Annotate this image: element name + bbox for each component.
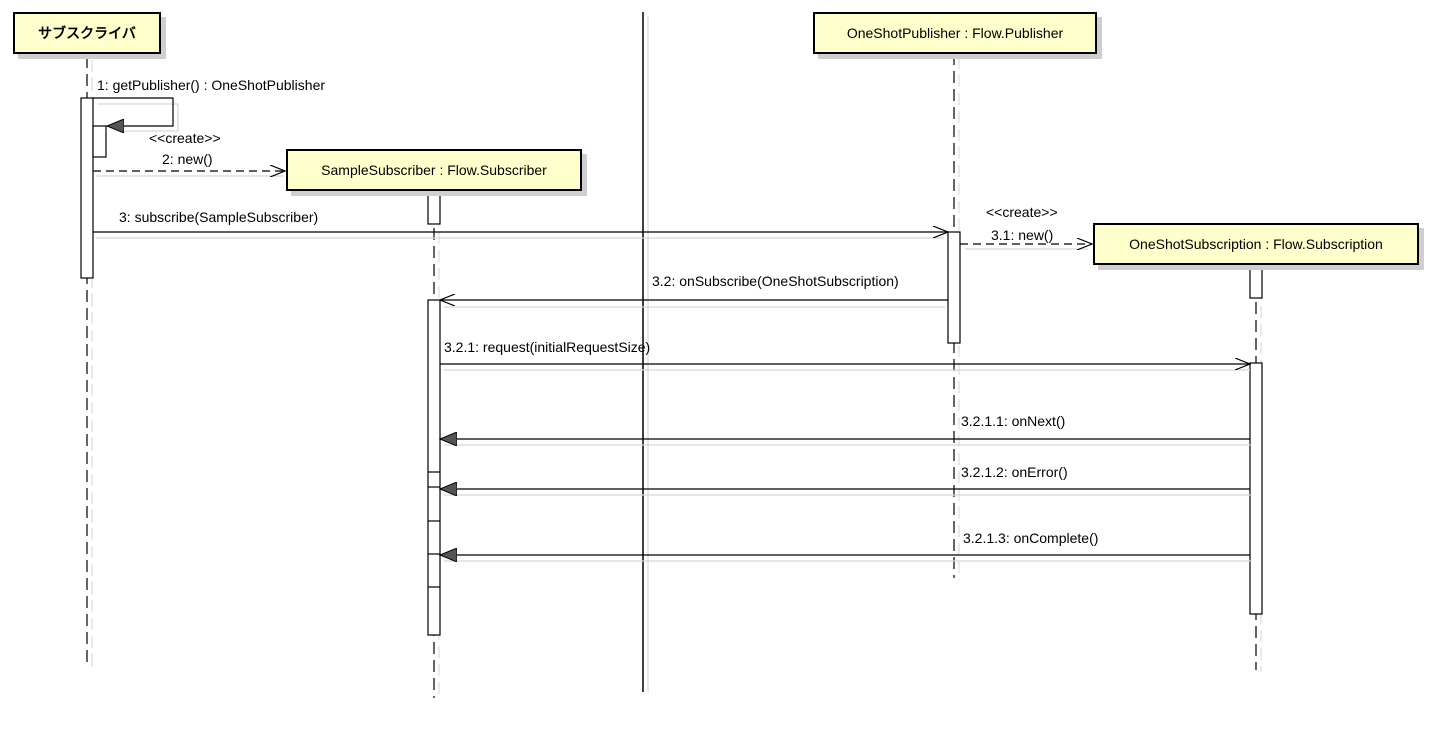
participant-sample-subscriber: SampleSubscriber : Flow.Subscriber (286, 149, 582, 191)
message-label-on-complete: 3.2.1.3: onComplete() (963, 530, 1099, 546)
activation-subscription (1249, 362, 1263, 615)
participant-one-shot-subscription: OneShotSubscription : Flow.Subscription (1093, 223, 1419, 265)
activation-subscription-init (1249, 263, 1263, 299)
message-stereotype-create: <<create>> (986, 204, 1058, 220)
activation-sample-subscriber (427, 299, 441, 636)
activation-subscriber-self (92, 125, 107, 158)
message-label-on-error: 3.2.1.2: onError() (961, 464, 1068, 480)
message-label-on-subscribe: 3.2: onSubscribe(OneShotSubscription) (652, 273, 899, 289)
activation-sample-subscriber-init (427, 189, 441, 225)
message-label-on-next: 3.2.1.1: onNext() (961, 413, 1066, 429)
message-label-new: 2: new() (162, 151, 213, 167)
activation-publisher (947, 231, 961, 344)
activation-subscriber (80, 97, 94, 279)
message-stereotype-create: <<create>> (149, 130, 221, 146)
message-label-request: 3.2.1: request(initialRequestSize) (444, 339, 651, 355)
participant-subscriber: サブスクライバ (13, 12, 161, 54)
message-label-new-subscription: 3.1: new() (991, 227, 1054, 243)
message-get-publisher (93, 97, 174, 126)
message-label-get-publisher: 1: getPublisher() : OneShotPublisher (97, 77, 326, 93)
message-label-subscribe: 3: subscribe(SampleSubscriber) (119, 209, 319, 225)
participant-one-shot-publisher: OneShotPublisher : Flow.Publisher (813, 12, 1097, 54)
